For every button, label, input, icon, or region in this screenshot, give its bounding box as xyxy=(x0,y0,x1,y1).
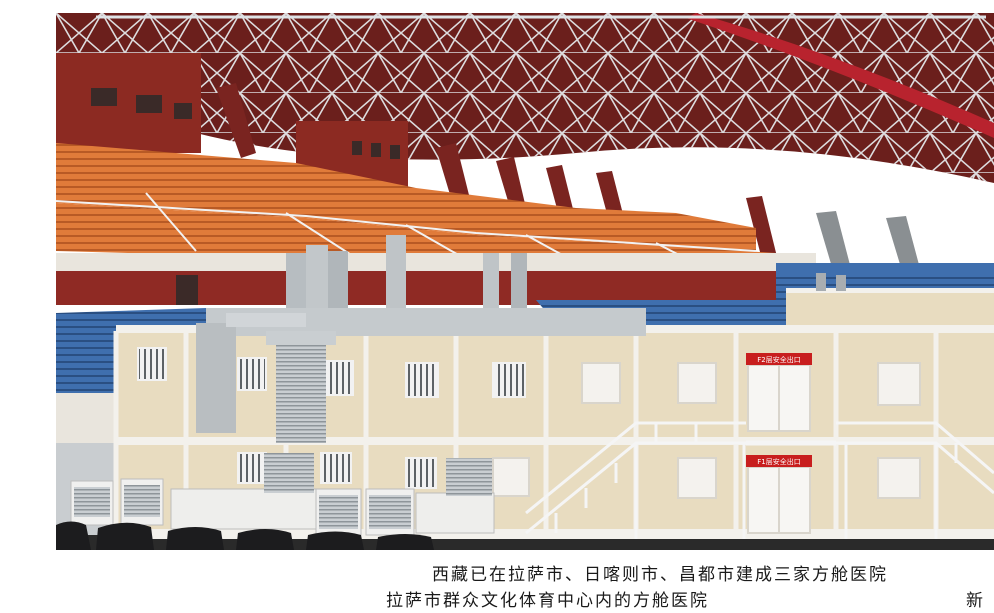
caption-line-1: 西藏已在拉萨市、日喀则市、昌都市建成三家方舱医院 xyxy=(432,565,888,585)
window xyxy=(137,347,167,381)
lower-exit-sign xyxy=(746,455,812,467)
stadium-fangcang-hospital-photo: F2层安全出口 F1层安全出口 xyxy=(56,13,994,550)
concourse-band xyxy=(56,253,816,271)
photo-credit: 新 xyxy=(966,591,983,611)
lower-exit-sign-text: F1层安全出口 xyxy=(757,457,800,466)
caption-line-2: 拉萨市群众文化体育中心内的方舱医院 xyxy=(386,591,709,611)
hvac-equipment xyxy=(196,235,646,443)
foreground-chairs xyxy=(56,521,434,550)
upper-exit-sign xyxy=(746,353,812,365)
orange-seating-upper xyxy=(56,143,756,253)
upper-exit-sign-text: F2层安全出口 xyxy=(757,355,800,364)
outdoor-ac-units xyxy=(70,453,495,536)
exterior-staircase xyxy=(525,421,994,539)
roof-red-edge xyxy=(686,13,994,138)
